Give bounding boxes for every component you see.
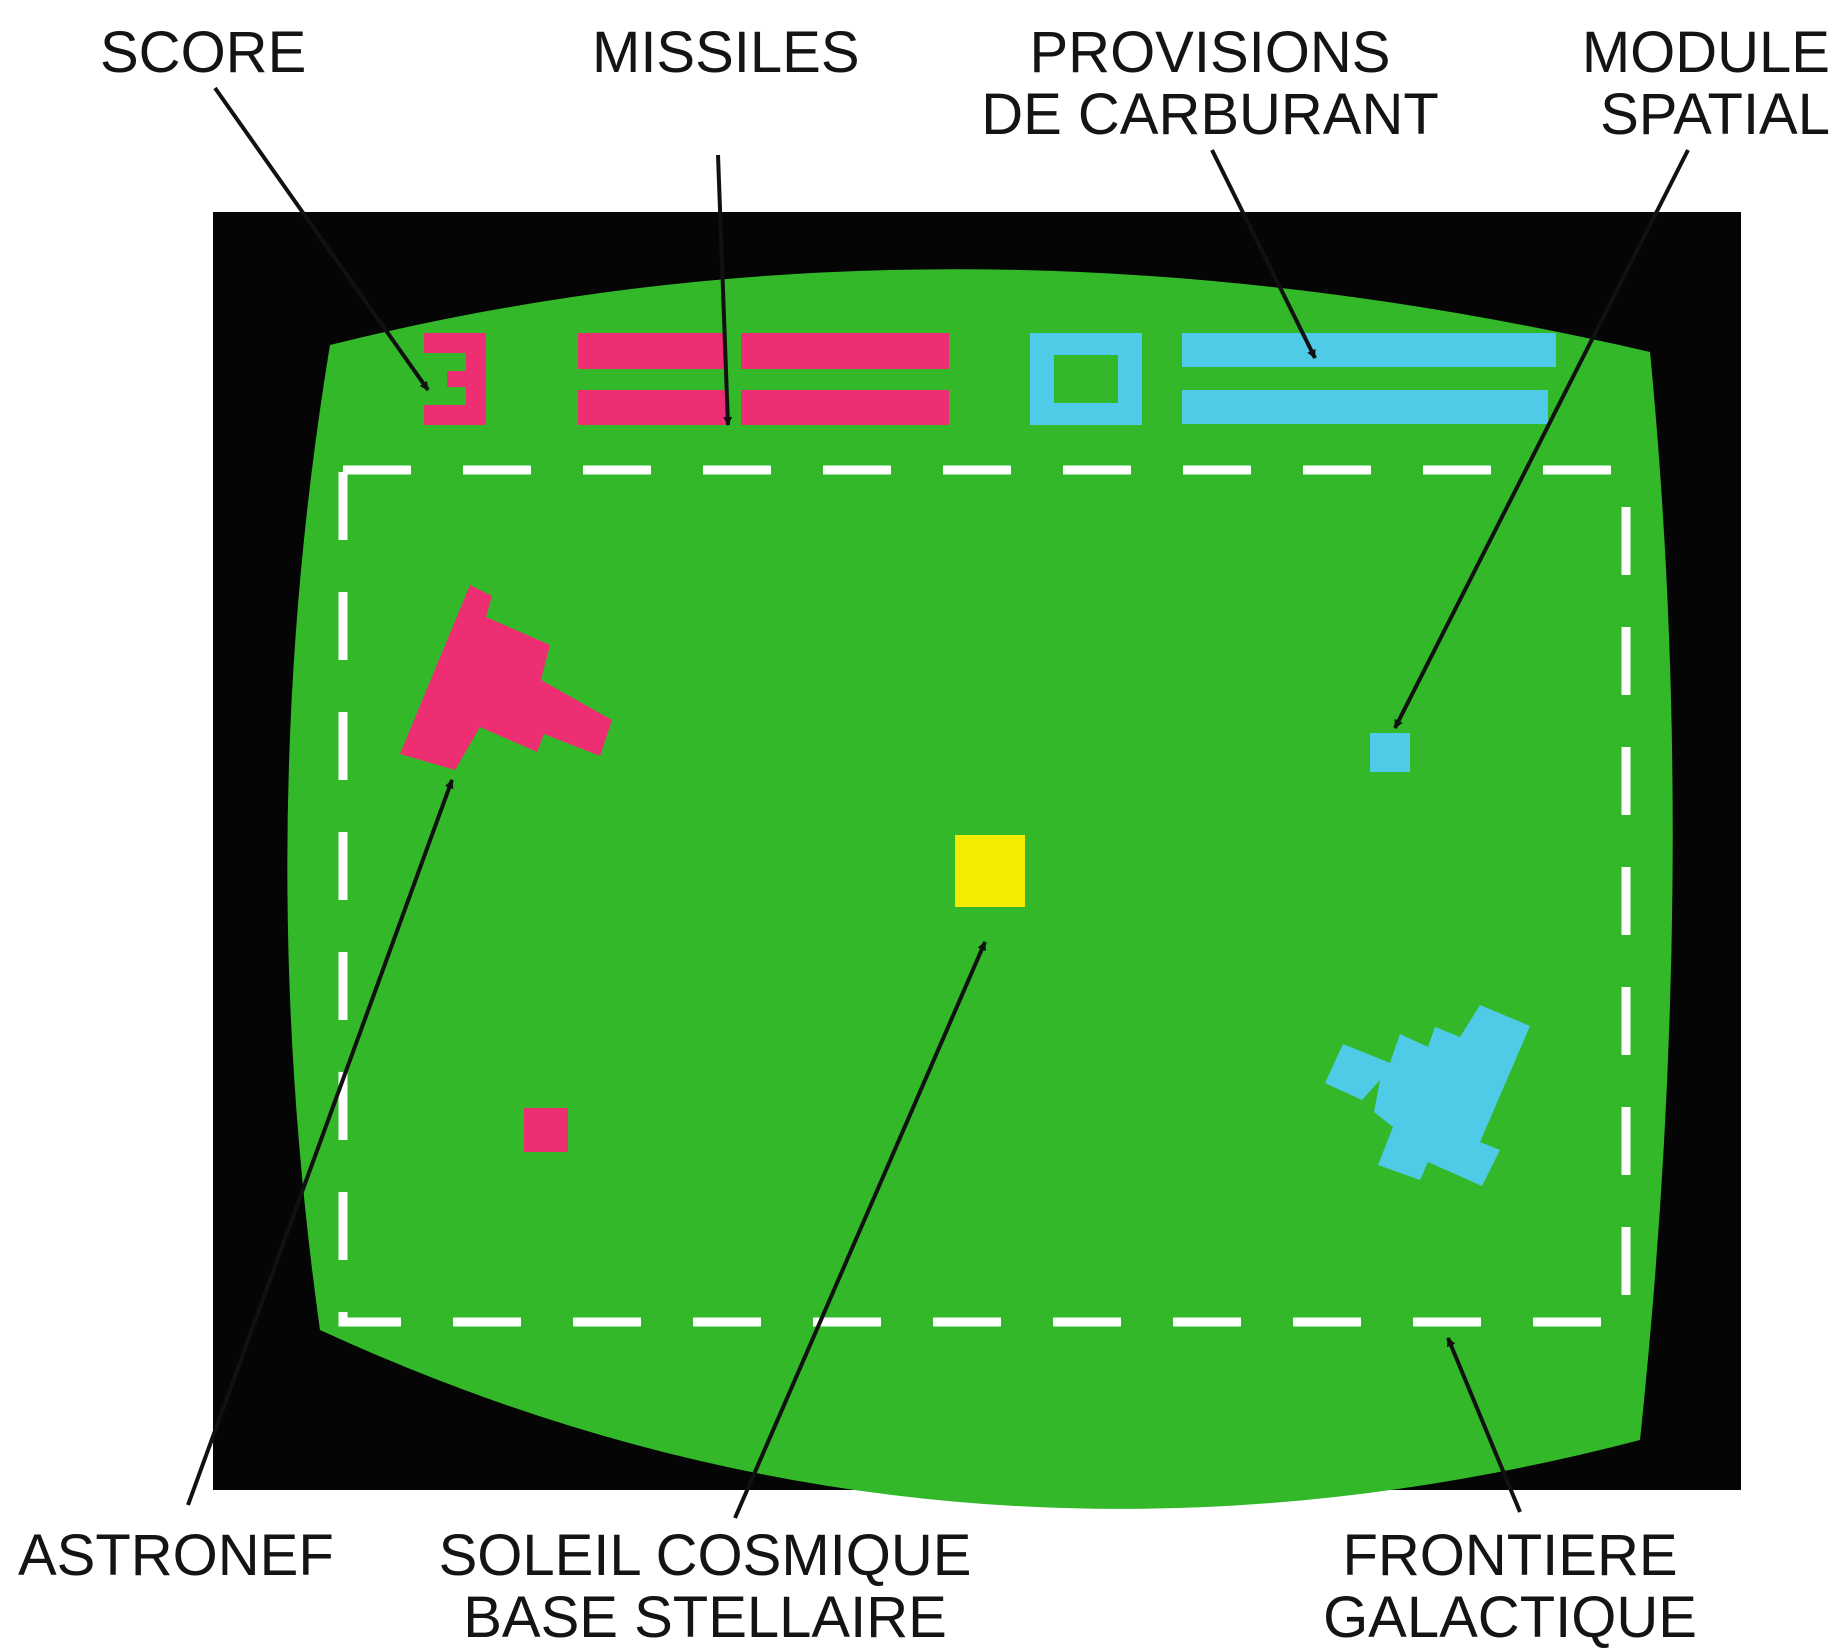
astronef-label: ASTRONEF — [18, 1525, 334, 1587]
frontiere-label: FRONTIERE GALACTIQUE — [1310, 1525, 1710, 1649]
player1-missile — [524, 1108, 568, 1152]
score-label: SCORE — [100, 22, 306, 84]
fuel-label-line2: DE CARBURANT — [970, 84, 1450, 146]
soleil-label: SOLEIL COSMIQUE BASE STELLAIRE — [410, 1525, 1000, 1649]
soleil-label-line1: SOLEIL COSMIQUE — [410, 1525, 1000, 1587]
soleil-label-line2: BASE STELLAIRE — [410, 1587, 1000, 1649]
score-label-text: SCORE — [100, 22, 306, 84]
missiles-label: MISSILES — [592, 22, 860, 84]
fuel-label: PROVISIONS DE CARBURANT — [970, 22, 1450, 146]
astronef-label-text: ASTRONEF — [18, 1525, 334, 1587]
module-label: MODULE SPATIAL — [1560, 22, 1830, 146]
module-label-line1: MODULE — [1560, 22, 1830, 84]
space-module — [1370, 733, 1410, 772]
missiles-label-text: MISSILES — [592, 22, 860, 84]
fuel-label-line1: PROVISIONS — [970, 22, 1450, 84]
module-label-line2: SPATIAL — [1560, 84, 1830, 146]
frontiere-label-line2: GALACTIQUE — [1310, 1587, 1710, 1649]
frontiere-label-line1: FRONTIERE — [1310, 1525, 1710, 1587]
cosmic-sun-star-base — [955, 835, 1025, 907]
